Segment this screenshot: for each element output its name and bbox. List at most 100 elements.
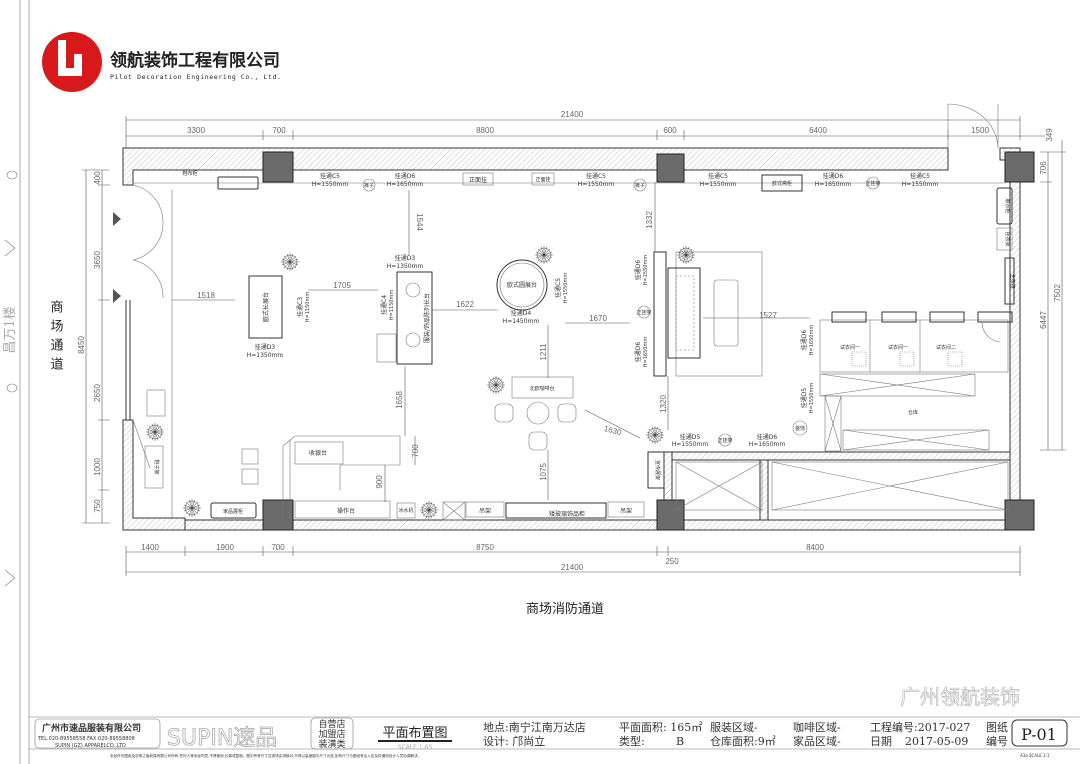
- storage-area: 试衣间一 试衣间一 试衣间二 仓库: [675, 311, 1013, 511]
- left-area: 鞋子架 家品展柜: [144, 190, 257, 519]
- hang-rail-height: H=1650mm: [749, 441, 786, 448]
- mirror-label: 全身镜: [1009, 273, 1016, 288]
- dim-top: 1500: [971, 126, 989, 135]
- fitting-room-label: 试衣间二: [936, 344, 956, 351]
- floor-area: 平面面积: 165㎡: [619, 721, 702, 734]
- hang-rail-height: H=1650mm: [387, 181, 424, 188]
- dim-bottom: 8400: [806, 543, 824, 552]
- hang-rail-label: 挂通D5: [800, 388, 808, 409]
- dim-inner: 1518: [197, 291, 215, 300]
- coffee-table-label: 北欧咖啡台: [529, 385, 554, 392]
- decor-label: 装饰: [795, 425, 805, 432]
- hang-rail-height: H=1550mm: [563, 273, 569, 304]
- warehouse-area: 仓库面积:9㎡: [710, 734, 776, 748]
- dim-left: 400: [93, 171, 102, 185]
- top-dimensions: 21400 3300 700 8800 600 6400 1500 349: [125, 110, 1054, 152]
- columns: [262, 151, 1035, 531]
- dim-left: 3650: [93, 251, 102, 269]
- date-value: 2017-05-09: [905, 735, 968, 748]
- store-type: 加盟店: [318, 728, 345, 740]
- hang-rail-height: H=1350mm: [247, 352, 284, 359]
- date-label: 日期: [870, 735, 892, 748]
- client-name: 广州市速品服装有限公司: [42, 722, 141, 734]
- hang-rail-height: H=1650mm: [643, 337, 649, 368]
- dim-inner: 1630: [603, 424, 623, 437]
- hang-rail-label: 挂通D6: [634, 260, 642, 281]
- glass-cabinet-label: 矮玻璃饰品柜: [549, 510, 585, 518]
- dim-right: 706: [1039, 161, 1048, 175]
- hang-rail-label: 挂通D3: [255, 343, 276, 351]
- hang-rail-height: H=1150mm: [305, 292, 311, 323]
- client-name-en: SUPIN (GZ) APPARELCO.,LTD: [55, 743, 126, 749]
- top-wall-fixtures: 鞋布柜 挂通C5 H=1550mm 裤子 挂通D6 H=1650mm 正面挂 正…: [133, 170, 1005, 192]
- operation-counter-label: 操作台: [337, 507, 355, 515]
- front-hang-label: 正面挂: [469, 176, 487, 184]
- corridor-left-label: 商场通道: [48, 300, 64, 376]
- designer: 设计: 邝尚立: [483, 734, 545, 748]
- hang-rail-label: 挂通D6: [823, 172, 844, 180]
- hang-rail-height: H=1650mm: [815, 181, 852, 188]
- type-value: B: [676, 735, 684, 748]
- dim-inner: 1544: [415, 213, 424, 231]
- dim-inner: 700: [411, 444, 420, 458]
- client-contact: TEL:020-89558558 FAX:020-89558808: [37, 736, 135, 742]
- round-table-label: 欧式圆展台: [507, 281, 537, 289]
- coffee-area: 咖啡区域-: [793, 720, 841, 734]
- hang-rail-label: 挂通C5: [910, 172, 930, 180]
- hang-rail-label: 挂通D5: [680, 433, 701, 441]
- front-rack-label: 正挂架: [717, 437, 732, 444]
- left-dimensions: 400 3650 8450 2650 1000 750: [77, 169, 110, 524]
- hang-rail-height: H=1550mm: [312, 181, 349, 188]
- hang-rail-label: 挂通D4: [511, 309, 532, 317]
- coat-rack-label: 挂衣架: [1004, 231, 1011, 246]
- dim-bottom-small: 250: [665, 557, 679, 566]
- hang-rail-height: H=1550mm: [809, 383, 815, 414]
- long-table-label: 欧式长展台: [262, 292, 270, 322]
- corridor-bottom-label: 商场消防通道: [526, 601, 604, 617]
- hang-rail-label: 挂通C5: [554, 278, 562, 298]
- display-table-label: 服装/饰品陈列长台: [423, 293, 431, 343]
- hang-rail-label: 挂通D6: [634, 342, 642, 363]
- dim-left: 8450: [77, 336, 86, 354]
- dim-top: 600: [663, 126, 677, 135]
- hanger-label: 吊架: [620, 507, 632, 515]
- apparel-area: 服装区域-: [710, 721, 758, 734]
- dim-right: 7502: [1053, 284, 1062, 302]
- dim-inner: 1211: [539, 343, 548, 361]
- hang-rail-label: 挂通D6: [757, 433, 778, 441]
- hang-rail-height: H=1150mm: [389, 290, 395, 321]
- dim-bottom: 1900: [216, 543, 234, 552]
- dim-inner: 1320: [659, 395, 668, 413]
- euro-cabinet-label: 欧式斋柜: [772, 180, 792, 187]
- pants-rack-label: 裤子: [364, 182, 374, 189]
- company-name-en: Pilot Decoration Engineering Co., Ltd.: [110, 73, 282, 81]
- dim-inner: 1332: [645, 211, 654, 229]
- hang-rail-label: 挂通D3: [395, 254, 416, 262]
- front-rack-label: 正挂架: [636, 309, 651, 316]
- hang-rail-label: 挂通C5: [320, 172, 340, 180]
- drawing-title: 平面布置图: [382, 726, 447, 741]
- store-type: 装潢类: [318, 738, 345, 750]
- promo-stand-label: 宣传展架: [654, 460, 661, 480]
- hang-rail-label: 挂通C5: [708, 172, 728, 180]
- right-dimensions: 706 6447 7502: [1039, 140, 1066, 451]
- inner-dimensions: 1518 1705 1622 1670 1544 1332 1211 1527 …: [172, 182, 810, 502]
- hang-rail-height: H=1650mm: [809, 325, 815, 356]
- dim-inner: 1075: [539, 463, 548, 481]
- storage-label: 仓库: [908, 409, 918, 416]
- hang-rail-height: H=1450mm: [503, 318, 540, 325]
- footnote: 未经许可图纸及说明之版权属有限公司所有,任何人等未经同意,不得使用,抄袭或复制。…: [110, 753, 421, 758]
- hanger-label: 吊架: [479, 507, 491, 515]
- dim-inner: 1622: [456, 300, 474, 309]
- cashier-label: 收银台: [309, 449, 327, 457]
- hang-rail-height: H=1550mm: [902, 181, 939, 188]
- dim-top: 6400: [809, 126, 827, 135]
- dim-inner: 1658: [395, 391, 404, 409]
- show-cabinet-label: 展示柜: [1004, 198, 1011, 213]
- hang-rail-height: H=1550mm: [672, 441, 709, 448]
- hang-rail-label: 挂通C5: [586, 172, 606, 180]
- front-rack-label: 正挂架: [865, 180, 880, 187]
- dim-left: 2650: [93, 384, 102, 402]
- pants-rack-label: 裤子: [635, 182, 645, 189]
- dim-left: 750: [93, 499, 102, 513]
